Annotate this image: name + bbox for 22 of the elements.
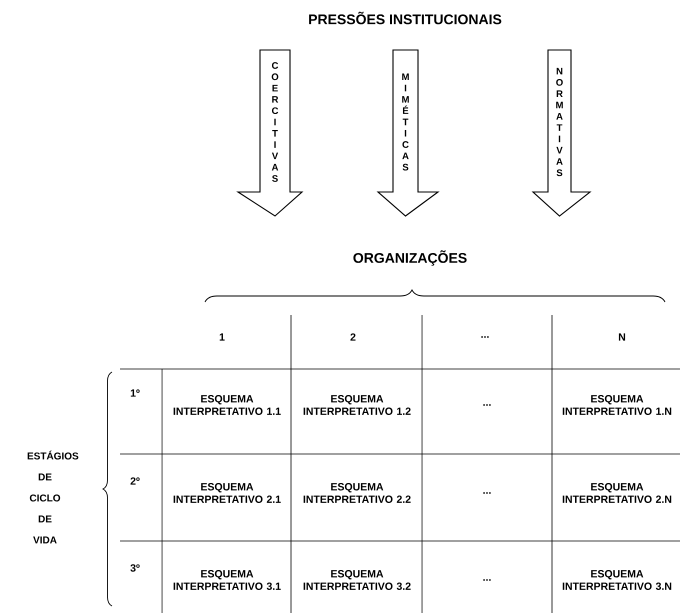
column-header: N <box>618 333 626 341</box>
table-cell: ESQUEMA INTERPRETATIVO 3.N <box>562 570 672 590</box>
table-cell: ESQUEMA INTERPRETATIVO 3.1 <box>174 570 281 590</box>
table-cell: ... <box>483 404 491 406</box>
row-heading: ESTÁGIOS DE CICLO DE VIDA <box>28 450 78 544</box>
column-header: 1 <box>220 333 225 341</box>
heading: ORGANIZAÇÕES <box>353 250 467 266</box>
title: PRESSÕES INSTITUCIONAIS <box>309 12 502 24</box>
table-cell: ESQUEMA INTERPRETATIVO 2.1 <box>174 483 281 503</box>
row-number: 3º <box>130 564 140 572</box>
table-cell: ESQUEMA INTERPRETATIVO 2.N <box>562 483 672 503</box>
table-cell: ESQUEMA INTERPRETATIVO 1.2 <box>304 395 411 415</box>
table-cell: ESQUEMA INTERPRETATIVO 1.1 <box>174 395 281 415</box>
column-header: ... <box>481 336 489 338</box>
row-number: 2º <box>130 477 140 485</box>
table-cell: ESQUEMA INTERPRETATIVO 2.2 <box>304 483 411 503</box>
table-cell: ESQUEMA INTERPRETATIVO 3.2 <box>304 570 411 590</box>
table-cell: ... <box>483 492 491 494</box>
column-header: 2 <box>350 333 356 341</box>
table-cell: ... <box>483 579 491 581</box>
table-cell: ESQUEMA INTERPRETATIVO 1.N <box>562 395 672 415</box>
row-number: 1º <box>130 389 140 397</box>
